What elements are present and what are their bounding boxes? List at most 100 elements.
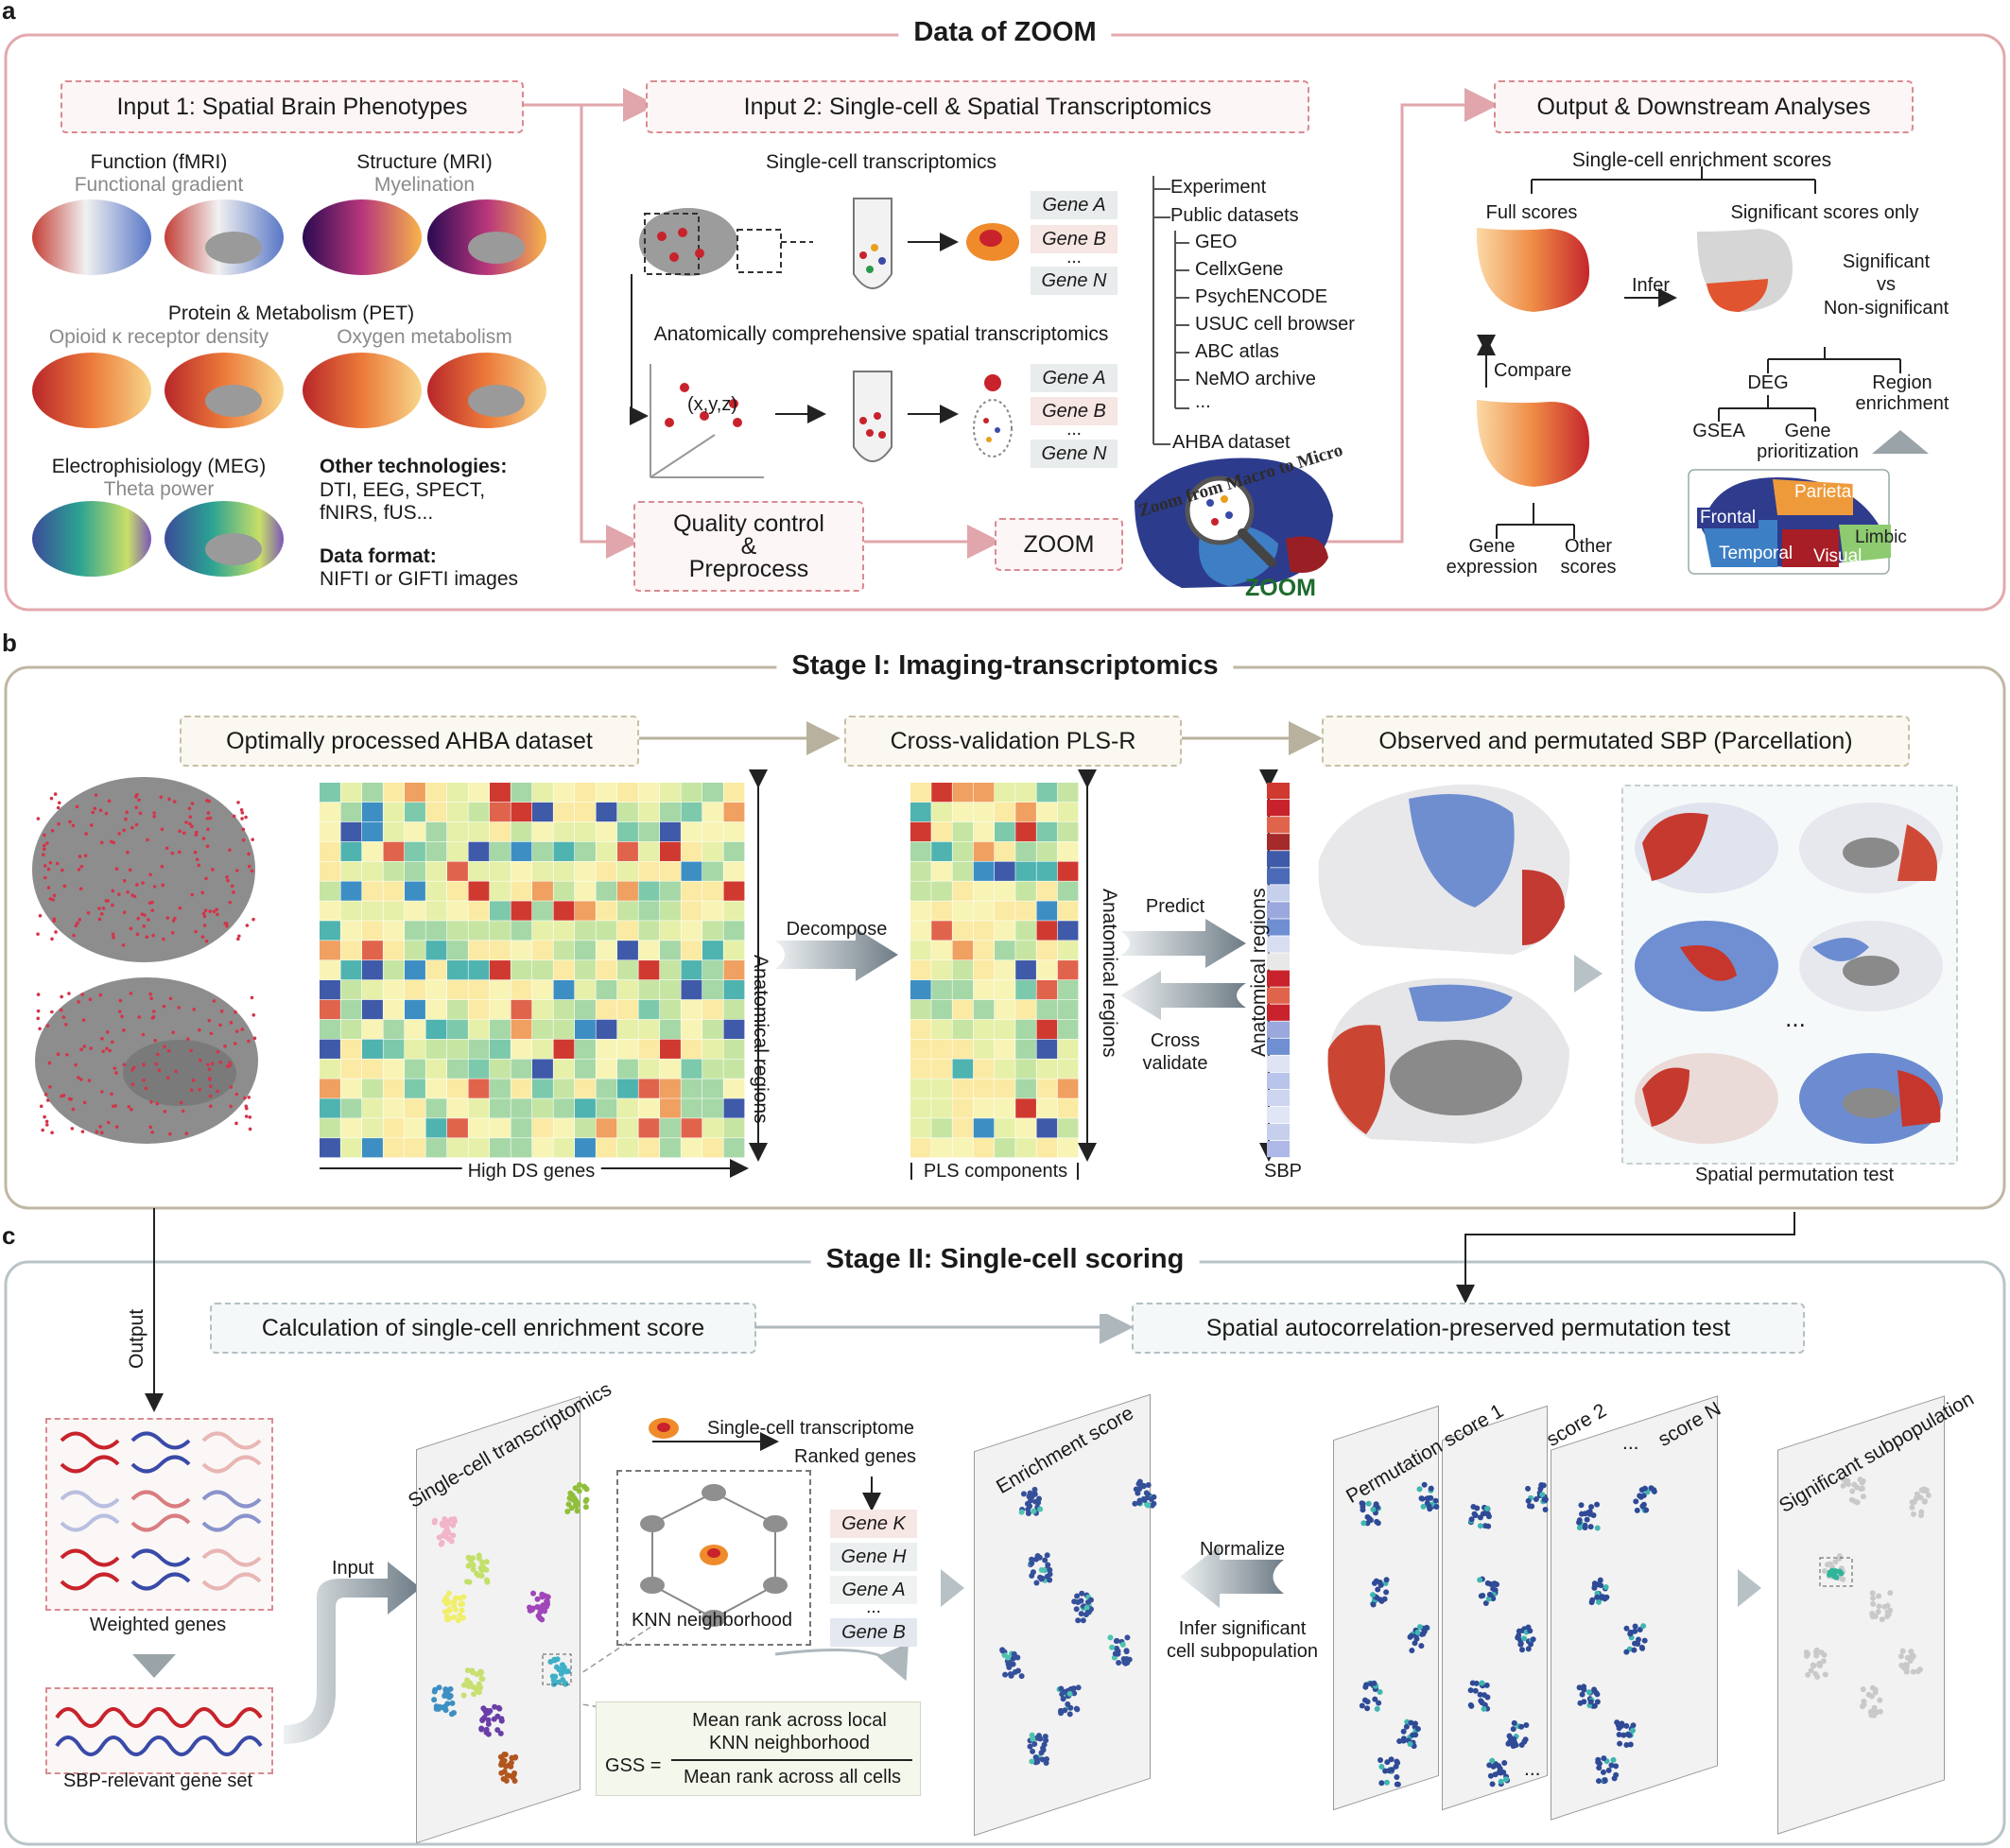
perm-point bbox=[1612, 1775, 1618, 1781]
perm-point bbox=[1414, 1630, 1420, 1635]
perm-point bbox=[1512, 1739, 1517, 1745]
perm-point bbox=[1505, 1741, 1511, 1747]
cell-point bbox=[477, 1556, 482, 1562]
perm-point bbox=[1602, 1596, 1607, 1601]
cell-point bbox=[565, 1501, 571, 1507]
enrich-point bbox=[1074, 1594, 1080, 1599]
perm-point bbox=[1371, 1602, 1377, 1608]
sig-point bbox=[1866, 1692, 1872, 1698]
cell-point bbox=[466, 1681, 472, 1686]
infer-sig-2: cell subpopulation bbox=[1167, 1641, 1318, 1663]
enrich-point bbox=[1076, 1684, 1082, 1690]
cell-point bbox=[460, 1615, 466, 1621]
cell-point bbox=[501, 1752, 507, 1757]
sig-point bbox=[1869, 1611, 1875, 1616]
sig-point bbox=[1870, 1590, 1876, 1596]
enrich-point bbox=[1042, 1557, 1048, 1563]
perm-point bbox=[1592, 1703, 1598, 1709]
perm-point bbox=[1370, 1507, 1376, 1512]
enrich-point bbox=[1081, 1617, 1086, 1623]
perm-point bbox=[1635, 1508, 1640, 1513]
enrich-point bbox=[1136, 1497, 1142, 1503]
perm-point bbox=[1601, 1770, 1606, 1775]
sig-point bbox=[1870, 1601, 1876, 1607]
perm-point bbox=[1468, 1703, 1474, 1709]
perm-point bbox=[1516, 1632, 1521, 1638]
sig-point bbox=[1876, 1594, 1881, 1599]
enrich-point bbox=[1114, 1638, 1119, 1644]
enrich-point bbox=[1039, 1576, 1045, 1581]
enrich-point bbox=[1045, 1552, 1050, 1558]
sig-point bbox=[1877, 1698, 1882, 1703]
perm-point bbox=[1617, 1732, 1622, 1737]
cell-point bbox=[551, 1677, 557, 1683]
cell-point bbox=[509, 1760, 514, 1766]
enrich-point bbox=[1134, 1487, 1139, 1493]
sig-point bbox=[1900, 1649, 1906, 1654]
perm-point bbox=[1500, 1770, 1506, 1775]
perm-point bbox=[1484, 1683, 1490, 1688]
perm-ellipsis-bottom: ... bbox=[1524, 1758, 1541, 1781]
cell-point bbox=[471, 1566, 477, 1572]
perm-point bbox=[1608, 1762, 1614, 1768]
sig-point bbox=[1911, 1669, 1916, 1675]
perm-point bbox=[1378, 1757, 1383, 1763]
sig-highlight-point bbox=[1829, 1568, 1835, 1574]
perm-point bbox=[1394, 1758, 1399, 1764]
perm-point bbox=[1623, 1626, 1629, 1632]
perm-point bbox=[1363, 1682, 1369, 1687]
perm-point bbox=[1469, 1516, 1475, 1522]
cell-point bbox=[449, 1711, 455, 1717]
cell-point bbox=[575, 1501, 580, 1507]
enrich-point bbox=[1031, 1487, 1037, 1493]
enrich-point bbox=[1132, 1501, 1137, 1507]
perm-point bbox=[1360, 1520, 1366, 1526]
perm-point bbox=[1372, 1697, 1378, 1702]
sig-point bbox=[1825, 1562, 1830, 1567]
perm-point bbox=[1360, 1504, 1365, 1510]
cell-point bbox=[436, 1706, 442, 1712]
perm-point bbox=[1485, 1524, 1491, 1529]
perm-point bbox=[1580, 1692, 1585, 1698]
perm-point bbox=[1526, 1498, 1532, 1504]
sig-point bbox=[1911, 1511, 1916, 1517]
enrich-point bbox=[1029, 1758, 1034, 1764]
enrich-point bbox=[1074, 1706, 1080, 1712]
perm-point bbox=[1419, 1495, 1425, 1501]
sig-point bbox=[1873, 1689, 1879, 1695]
sig-point bbox=[1852, 1498, 1858, 1504]
perm-point bbox=[1512, 1720, 1517, 1726]
sig-point bbox=[1822, 1568, 1828, 1574]
cell-point bbox=[577, 1482, 582, 1488]
perm-point bbox=[1527, 1503, 1533, 1509]
perm-point bbox=[1596, 1778, 1602, 1784]
perm-point bbox=[1470, 1681, 1476, 1686]
sig-point bbox=[1905, 1655, 1911, 1661]
enrich-point bbox=[1084, 1610, 1090, 1615]
cell-icon bbox=[649, 1418, 679, 1439]
enrich-point bbox=[1109, 1645, 1115, 1650]
cell-point bbox=[503, 1764, 509, 1770]
enrich-point bbox=[1084, 1605, 1090, 1611]
perm-point bbox=[1595, 1759, 1601, 1765]
perm-point bbox=[1523, 1722, 1529, 1728]
enrich-point bbox=[1042, 1742, 1048, 1748]
cell-point bbox=[482, 1707, 488, 1713]
enrich-point bbox=[1002, 1672, 1008, 1678]
cell-point bbox=[471, 1691, 477, 1697]
enrich-point bbox=[1047, 1577, 1052, 1582]
perm-point bbox=[1378, 1780, 1384, 1786]
enrich-point bbox=[1032, 1499, 1038, 1505]
perm-point bbox=[1543, 1507, 1549, 1512]
gss-label: GSS = bbox=[605, 1755, 661, 1777]
cell-point bbox=[451, 1516, 457, 1522]
cell-point bbox=[478, 1725, 484, 1731]
perm-point bbox=[1364, 1705, 1370, 1711]
perm-point bbox=[1480, 1700, 1485, 1705]
cell-point bbox=[466, 1563, 472, 1569]
enrich-point bbox=[1124, 1634, 1130, 1640]
cell-point bbox=[444, 1614, 450, 1619]
ranked-gene-b: Gene B bbox=[830, 1618, 917, 1647]
cell-point bbox=[570, 1497, 576, 1503]
